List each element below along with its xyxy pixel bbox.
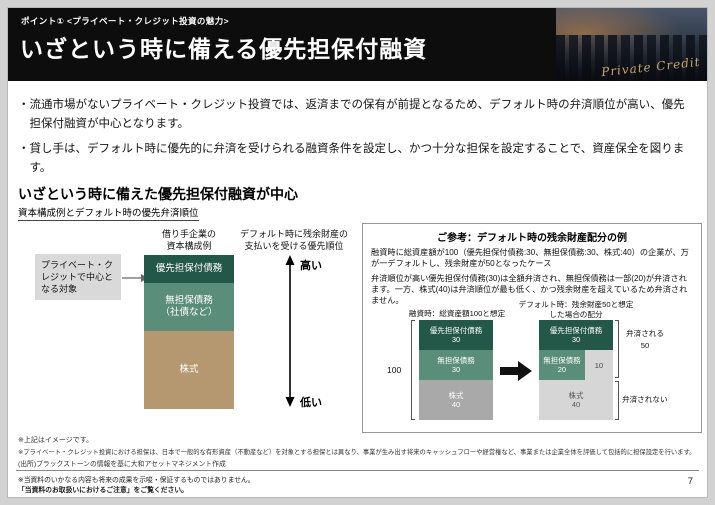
bar-label: 株式 (568, 391, 584, 400)
chart-after-title-line1: デフォルト時：残余財産50と想定 (518, 300, 634, 309)
bullet-marker: ・ (18, 99, 30, 111)
unpaid-label: 弁済されない (622, 395, 668, 404)
chart-after-title: デフォルト時：残余財産50と想定 した場合の配分 (511, 300, 641, 320)
bar-value: 30 (451, 365, 461, 374)
bar-senior-debt: 優先担保付債務 30 (419, 320, 493, 350)
total-label: 100 (387, 365, 402, 375)
bar-value: 10 (594, 360, 604, 370)
bar-label: 株式 (448, 391, 464, 400)
capital-structure-stack: 優先担保付債務 無担保債務 （社債など） 株式 (144, 255, 234, 409)
target-box: プライベート・クレジットで中心となる対象 (35, 254, 121, 300)
bar-equity: 株式 40 (419, 380, 493, 420)
page-number: 7 (687, 476, 693, 487)
bar-value: 40 (451, 400, 461, 409)
paid-label: 弁済される 50 (622, 328, 668, 352)
section-heading: いざという時に備えた優先担保付融資が中心 (18, 186, 298, 202)
priority-label-line1: デフォルト時に残余財産の (239, 229, 348, 239)
bar-value: 40 (571, 400, 581, 409)
bar-label: 無担保債務 (437, 356, 475, 365)
reference-title: ご参考：デフォルト時の残余財産配分の例 (437, 233, 627, 244)
bullet-item: ・ 貸し手は、デフォルト時に優先的に弁済を受けられる融資条件を設定し、かつ十分な… (18, 140, 696, 177)
priority-label-line2: 支払いを受ける優先順位 (244, 240, 344, 251)
bullet-text: 貸し手は、デフォルト時に優先的に弁済を受けられる融資条件を設定し、かつ十分な担保… (29, 143, 685, 174)
header-bar: ポイント① <プライベート・クレジット投資の魅力> いざという時に備える優先担保… (8, 8, 707, 81)
chart-before-title: 融資時：総資産額100と想定 (408, 309, 506, 318)
chart-after-title-line2: した場合の配分 (549, 309, 603, 319)
flow-arrow-icon (500, 360, 532, 387)
section-subheading: 資本構成例とデフォルト時の優先弁済順位 (18, 205, 199, 221)
header-photo: Private Credit (556, 8, 707, 81)
stack-segment-equity: 株式 (144, 331, 234, 409)
reference-paragraph-2: 弁済順位が高い優先担保付債務(30)は全額弁済され、無担保債務は一部(20)が弁… (371, 273, 688, 306)
priority-label: デフォルト時に残余財産の 支払いを受ける優先順位 (238, 229, 350, 252)
priority-high-label: 高い (300, 260, 322, 272)
footer-disclaimer: ※当資料のいかなる内容も将来の成果を示唆・保証するものではありません。 (18, 477, 255, 484)
stack-title: 借り手企業の 資本構成例 (144, 229, 234, 252)
reference-paragraph-1: 融資時に総資産額が100（優先担保付債務:30、無担保債務:30、株式:40）の… (371, 248, 689, 269)
segment-label: 優先担保付債務 (155, 263, 223, 275)
stack-segment-senior-debt: 優先担保付債務 (144, 255, 234, 283)
chart-after-bar: 優先担保付債務 30 無担保債務 20 10 株式 40 (539, 320, 613, 420)
bullet-item: ・ 流通市場がないプライベート・クレジット投資では、返済までの保有が前提となるた… (18, 96, 696, 133)
bar-label: 優先担保付債務 (429, 326, 483, 335)
bar-value: 20 (557, 365, 567, 374)
lead-bullets: ・ 流通市場がないプライベート・クレジット投資では、返済までの保有が前提となるた… (18, 96, 696, 185)
slide-page: ポイント① <プライベート・クレジット投資の魅力> いざという時に備える優先担保… (7, 7, 708, 498)
bar-equity: 株式 40 (539, 380, 613, 420)
footer-notice: 「当資料のお取扱いにおけるご注意」をご覧ください。 (18, 487, 188, 494)
stack-title-line1: 借り手企業の (161, 229, 216, 239)
target-box-label: プライベート・クレジットで中心となる対象 (41, 259, 114, 295)
bar-label: 優先担保付債務 (549, 326, 603, 335)
priority-low-label: 低い (300, 397, 322, 409)
stack-segment-unsecured-debt: 無担保債務 （社債など） (144, 283, 234, 331)
skyline-image (556, 35, 707, 81)
paid-bracket (615, 320, 619, 378)
footnotes: ※上記はイメージです。 ※プライベート・クレジット投資における担保は、日本で一般… (18, 435, 695, 468)
bar-unsecured-split: 無担保債務 20 10 (539, 350, 613, 380)
bar-value: 30 (571, 335, 581, 344)
segment-sublabel: （社債など） (160, 307, 218, 318)
paid-label-text: 弁済される (626, 329, 664, 338)
page-title: いざという時に備える優先担保付融資 (20, 36, 428, 62)
bar-unsecured-unpaid: 10 (584, 350, 613, 380)
bar-unsecured-paid: 無担保債務 20 (539, 350, 585, 380)
segment-label: 無担保債務 (165, 295, 213, 307)
vertical-double-arrow-icon (284, 255, 296, 412)
total-bracket (411, 320, 415, 420)
bar-senior-debt: 優先担保付債務 30 (539, 320, 613, 350)
footnote-source: (出所)ブラックストーンの情報を基に大和アセットマネジメント作成 (18, 461, 226, 468)
bullet-marker: ・ (18, 143, 30, 156)
bullet-text: 流通市場がないプライベート・クレジット投資では、返済までの保有が前提となるため、… (29, 99, 685, 130)
bar-unsecured-debt: 無担保債務 30 (419, 350, 493, 380)
reference-panel: ご参考：デフォルト時の残余財産配分の例 融資時に総資産額が100（優先担保付債務… (362, 223, 702, 433)
segment-label: 株式 (179, 364, 199, 376)
footnote-2: ※プライベート・クレジット投資における担保は、日本で一般的な有形資産（不動産など… (18, 449, 696, 456)
paid-label-value: 50 (640, 341, 650, 351)
header-kicker: ポイント① <プライベート・クレジット投資の魅力> (21, 16, 229, 26)
bar-label: 無担保債務 (543, 356, 581, 365)
stack-title-line2: 資本構成例 (166, 240, 212, 251)
chart-before-bar: 優先担保付債務 30 無担保債務 30 株式 40 (419, 320, 493, 420)
footnote-1: ※上記はイメージです。 (18, 437, 94, 444)
footer-divider (16, 470, 699, 471)
unpaid-bracket (615, 381, 619, 420)
bar-value: 30 (451, 335, 461, 344)
